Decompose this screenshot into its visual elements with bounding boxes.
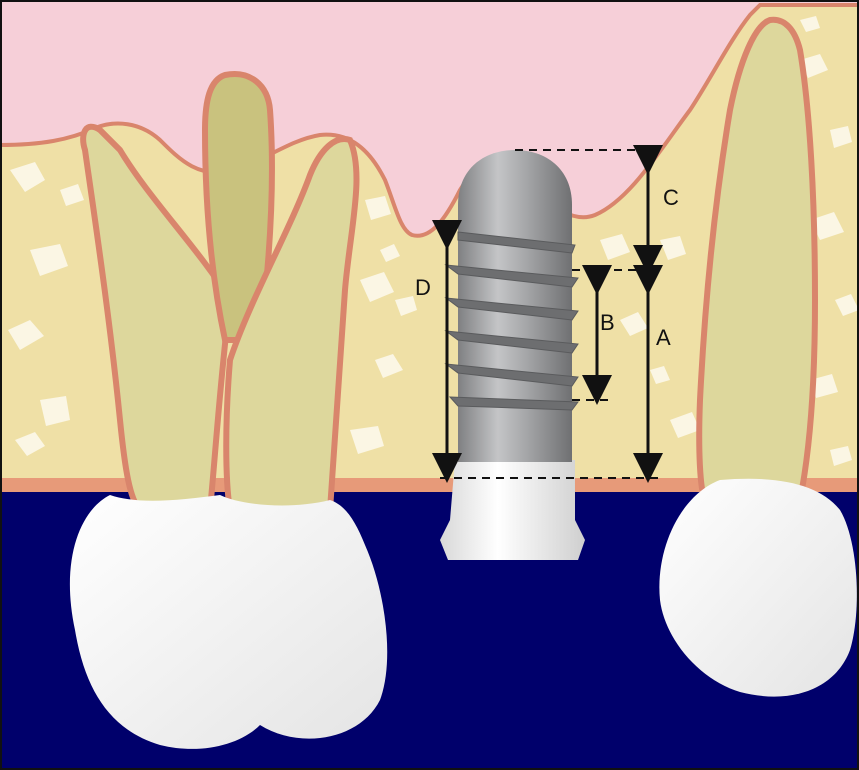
implant-abutment [440, 460, 585, 560]
label-b: B [600, 310, 615, 335]
label-a: A [656, 325, 671, 350]
label-c: C [663, 185, 679, 210]
label-d: D [415, 275, 431, 300]
left-molar-crown [70, 495, 387, 749]
